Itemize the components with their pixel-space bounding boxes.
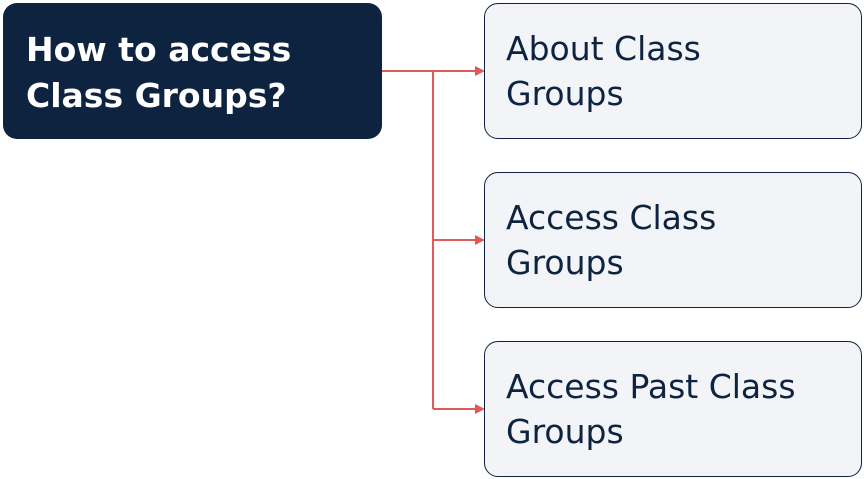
child-label-line-1: Access Past Class (506, 367, 796, 406)
root-label-line-2: Class Groups? (26, 76, 287, 115)
child-label-line-1: About Class (506, 29, 701, 68)
child-label-line-2: Groups (506, 412, 624, 451)
root-label-line-1: How to access (26, 30, 292, 69)
child-node-access-class-groups: Access Class Groups (484, 172, 862, 308)
child-label-line-2: Groups (506, 74, 624, 113)
child-node-about-class-groups: About Class Groups (484, 3, 862, 139)
root-node: How to access Class Groups? (3, 3, 382, 139)
child-node-access-past-class-groups: Access Past Class Groups (484, 341, 862, 477)
child-label-line-2: Groups (506, 243, 624, 282)
child-label-line-1: Access Class (506, 198, 717, 237)
